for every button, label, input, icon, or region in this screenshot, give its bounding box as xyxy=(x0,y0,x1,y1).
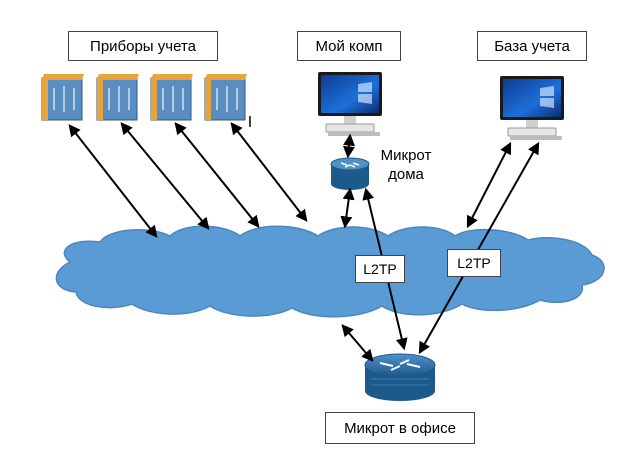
router-cloud-link xyxy=(340,187,355,229)
l2tp-left-label: L2TP xyxy=(355,255,405,283)
stray-mark: I xyxy=(247,114,253,131)
meter-device-icon xyxy=(41,74,84,121)
network-cloud xyxy=(55,225,605,318)
my-pc-label: Мой комп xyxy=(297,31,401,61)
home-router-label-line2: дома xyxy=(388,166,424,183)
database-label: База учета xyxy=(477,31,587,61)
meter-2-link xyxy=(120,122,210,230)
meter-1-link xyxy=(68,124,158,238)
home-router-label: Микрот дома xyxy=(368,146,444,184)
router-icon xyxy=(330,157,370,190)
meter-3-link xyxy=(174,122,260,228)
l2tp-right-tunnel xyxy=(418,141,540,355)
meters-label: Приборы учета xyxy=(68,31,218,61)
cloud-office-link xyxy=(341,324,374,362)
pc-router-link xyxy=(342,133,356,159)
router-icon xyxy=(364,353,436,401)
meter-device-icon xyxy=(204,74,247,121)
desktop-computer-icon xyxy=(500,76,564,140)
office-router-label: Микрот в офисе xyxy=(325,412,475,444)
meter-links xyxy=(68,122,308,238)
home-router-label-line1: Микрот xyxy=(380,147,432,164)
db-cloud-link xyxy=(466,141,512,229)
meter-4-link xyxy=(230,122,308,222)
l2tp-right-label: L2TP xyxy=(447,249,501,277)
meter-device-icon xyxy=(150,74,193,121)
desktop-computer-icon xyxy=(318,72,382,136)
meter-device-icon xyxy=(96,74,139,121)
